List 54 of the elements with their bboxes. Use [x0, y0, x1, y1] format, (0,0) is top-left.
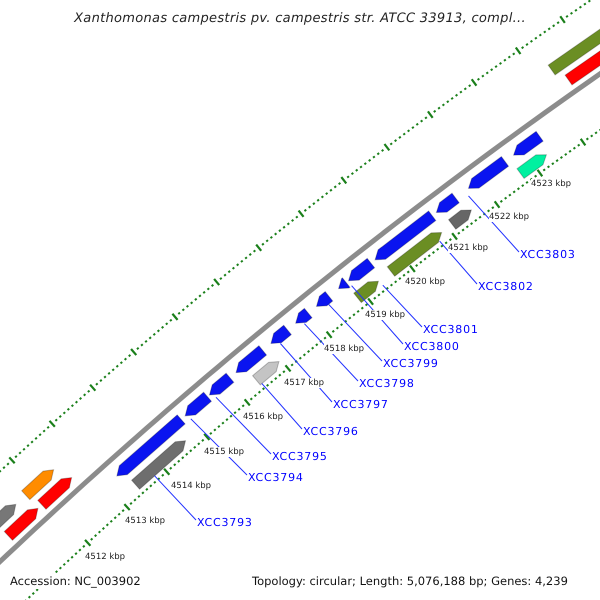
leader-line — [216, 396, 272, 454]
gene-feature — [338, 277, 351, 290]
leader-line — [382, 284, 422, 328]
tick-label: 4515 kbp — [204, 447, 244, 457]
tick-label: 4518 kbp — [324, 344, 364, 354]
gene-feature — [235, 345, 268, 374]
gene-feature — [295, 308, 313, 324]
gene-feature — [184, 392, 212, 416]
tick-label: 4521 kbp — [448, 243, 488, 253]
tick-label: 4522 kbp — [489, 212, 530, 222]
tick-label: 4512 kbp — [85, 552, 126, 562]
gene-feature — [252, 361, 280, 386]
gene-feature — [436, 192, 460, 214]
gene-feature — [21, 469, 54, 500]
gene-feature — [4, 508, 39, 541]
gene-feature — [468, 156, 510, 189]
gene-label: XCC3801 — [423, 323, 479, 336]
gene-feature — [353, 280, 380, 304]
tick-label: 4519 kbp — [365, 310, 406, 320]
gene-feature — [512, 130, 544, 156]
leader-line — [261, 382, 302, 430]
tick-label: 4513 kbp — [125, 516, 166, 526]
gene-feature — [208, 372, 234, 396]
tick-label: 4514 kbp — [171, 481, 212, 491]
tick-label: 4517 kbp — [284, 378, 324, 388]
gene-feature — [448, 209, 472, 230]
footer-text: Topology: circular; Length: 5,076,188 bp; Genes: 4,239 — [252, 574, 568, 589]
gene-feature — [516, 154, 548, 180]
gene-label: XCC3797 — [333, 398, 389, 411]
title: Xanthomonas campestris pv. campestris str. ATCC 33913, compl... — [72, 11, 527, 26]
leader-line — [154, 475, 196, 520]
leader-line — [468, 195, 520, 252]
gene-label: XCC3803 — [520, 248, 576, 261]
gene-label: XCC3799 — [383, 357, 439, 370]
footer-text: Accession: NC_003902 — [10, 574, 141, 589]
gene-feature — [270, 324, 292, 344]
gene-feature — [374, 210, 436, 260]
tick-label: 4516 kbp — [243, 412, 284, 422]
gene-label: XCC3800 — [404, 340, 460, 353]
gene-label: XCC3793 — [197, 516, 253, 529]
leader-line — [439, 240, 478, 284]
gene-label: XCC3794 — [248, 471, 304, 484]
gene-label: XCC3796 — [303, 425, 359, 438]
tick-label: 4520 kbp — [405, 277, 446, 287]
leader-line — [328, 304, 382, 362]
gene-label: XCC3798 — [359, 377, 415, 390]
tick-label: 4523 kbp — [531, 179, 572, 189]
gene-label: XCC3795 — [272, 450, 328, 463]
gene-label: XCC3802 — [478, 280, 534, 293]
gene-feature — [37, 477, 72, 510]
gene-feature — [116, 414, 186, 476]
gene-feature — [386, 232, 442, 277]
gene-feature — [316, 290, 334, 307]
gene-feature — [348, 258, 376, 282]
